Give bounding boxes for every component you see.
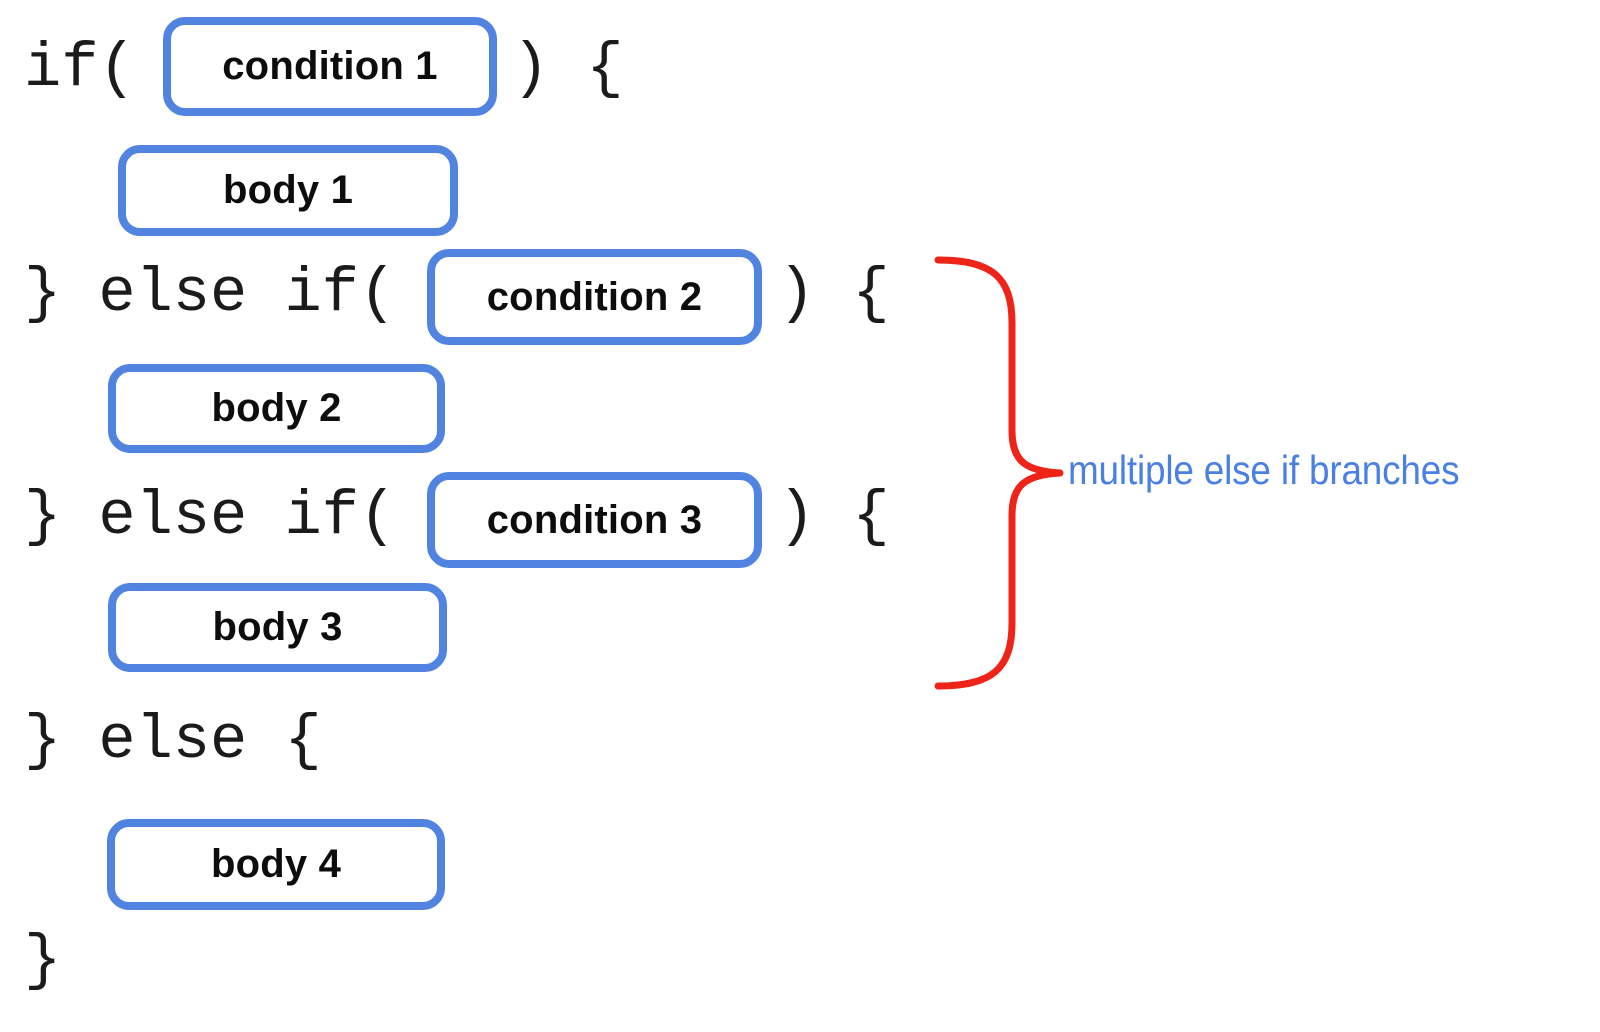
box-body-4-label: body 4 <box>210 842 342 886</box>
code-else-if-open-2: } else if( <box>24 258 397 329</box>
box-condition-3-label: condition 3 <box>486 497 703 542</box>
box-body-3[interactable]: body 3 <box>108 583 447 672</box>
annotation-multiple-else-if-branches: multiple else if branches <box>1068 447 1460 493</box>
box-condition-2-label: condition 2 <box>486 274 703 319</box>
code-else: } else { <box>24 705 322 776</box>
code-line3-close: ) { <box>778 481 890 552</box>
box-condition-1-label: condition 1 <box>222 44 438 88</box>
box-condition-1[interactable]: condition 1 <box>163 17 497 116</box>
box-condition-3[interactable]: condition 3 <box>427 472 762 568</box>
box-body-3-label: body 3 <box>212 605 343 649</box>
code-else-if-open-3: } else if( <box>24 481 397 552</box>
code-line1-close: ) { <box>512 33 624 104</box>
box-condition-2[interactable]: condition 2 <box>427 249 762 345</box>
code-block-end: } <box>24 925 62 996</box>
box-body-2[interactable]: body 2 <box>108 364 445 453</box>
box-body-1[interactable]: body 1 <box>118 145 458 236</box>
box-body-4[interactable]: body 4 <box>107 819 445 910</box>
box-body-1-label: body 1 <box>222 168 354 212</box>
code-line2-close: ) { <box>778 258 890 329</box>
code-if-open: if( <box>24 33 136 104</box>
red-curly-brace-icon <box>934 256 1064 690</box>
box-body-2-label: body 2 <box>211 386 342 430</box>
